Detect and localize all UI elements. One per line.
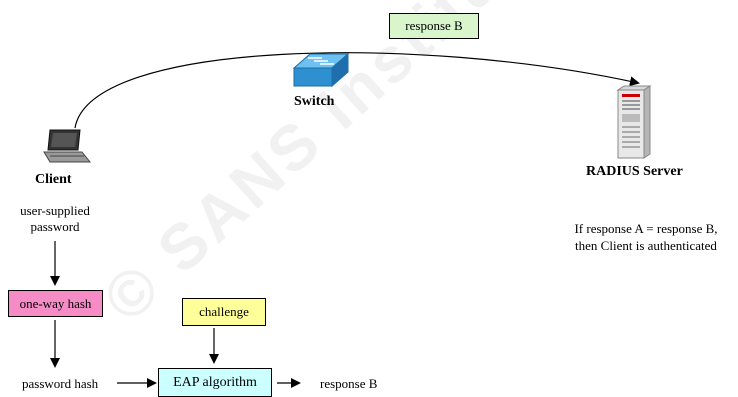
auth-line1: If response A = response B, [574,221,718,236]
user-password-line2: password [30,219,80,234]
challenge-box: challenge [182,298,266,326]
user-password-label: user-supplied password [10,203,100,235]
response-b-bottom-label: response B [320,376,378,391]
client-to-server-arc [74,52,640,129]
response-b-top-box: response B [389,13,479,39]
laptop-icon [43,129,92,163]
eap-algorithm-box: EAP algorithm [158,368,272,397]
user-password-line1: user-supplied [20,203,90,218]
network-switch-icon [292,52,350,88]
password-hash-label: password hash [22,376,99,391]
radius-server-label: RADIUS Server [586,164,683,179]
switch-label: Switch [294,94,335,109]
server-tower-icon [616,85,652,159]
one-way-hash-box: one-way hash [8,290,103,317]
authentication-note: If response A = response B, then Client … [560,220,732,254]
auth-line2: then Client is authenticated [575,238,717,253]
client-label: Client [35,172,72,187]
